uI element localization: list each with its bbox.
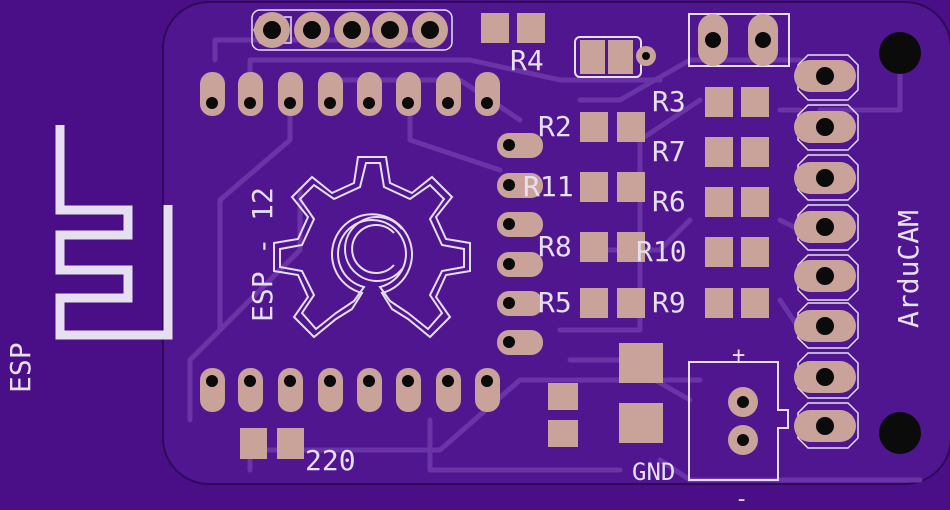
label-gnd: GND — [632, 458, 675, 486]
regulator-pad — [619, 403, 663, 443]
r220-pad — [240, 428, 267, 459]
label-r2: R2 — [538, 110, 572, 143]
meander-antenna-icon — [55, 125, 173, 340]
label-r7: R7 — [652, 135, 686, 168]
header-pin — [334, 12, 370, 48]
cap-pad — [548, 383, 578, 410]
board-outline — [162, 1, 950, 485]
label-r5: R5 — [538, 286, 572, 319]
camera-connector-pads — [497, 133, 543, 355]
mounting-hole — [879, 32, 921, 74]
open-source-hardware-gear-icon — [273, 156, 471, 339]
arducam-header-8-pin — [794, 54, 859, 449]
mounting-hole — [879, 412, 921, 454]
top-header-5-pin — [251, 9, 453, 51]
header-pin — [372, 12, 408, 48]
r4-pad — [517, 13, 545, 43]
regulator-pad — [619, 343, 663, 383]
header-pin — [253, 12, 292, 48]
label-minus: - — [735, 487, 748, 510]
label-r3: R3 — [652, 85, 686, 118]
resistor-column-right — [705, 87, 769, 318]
esp12-bottom-pins — [200, 368, 500, 412]
cap-pad — [548, 420, 578, 447]
label-r8: R8 — [538, 230, 572, 263]
power-connector — [688, 361, 789, 481]
esp12-top-pins — [200, 72, 500, 116]
power-header-2-pin — [688, 13, 790, 67]
label-r4: R4 — [510, 44, 544, 77]
label-r11: R11 — [523, 170, 574, 203]
label-r9: R9 — [652, 286, 686, 319]
label-esp: ESP — [4, 342, 37, 393]
label-plus: + — [732, 343, 745, 368]
r220-pad — [277, 428, 304, 459]
label-r6: R6 — [652, 185, 686, 218]
label-arducam: ArduCAM — [892, 210, 925, 328]
solder-jumper — [574, 36, 656, 78]
r4-pad — [481, 13, 509, 43]
header-pin — [412, 12, 448, 48]
resistor-column-left — [580, 112, 645, 318]
label-220: 220 — [305, 444, 356, 477]
label-r10: R10 — [636, 235, 687, 268]
header-pin — [294, 12, 330, 48]
